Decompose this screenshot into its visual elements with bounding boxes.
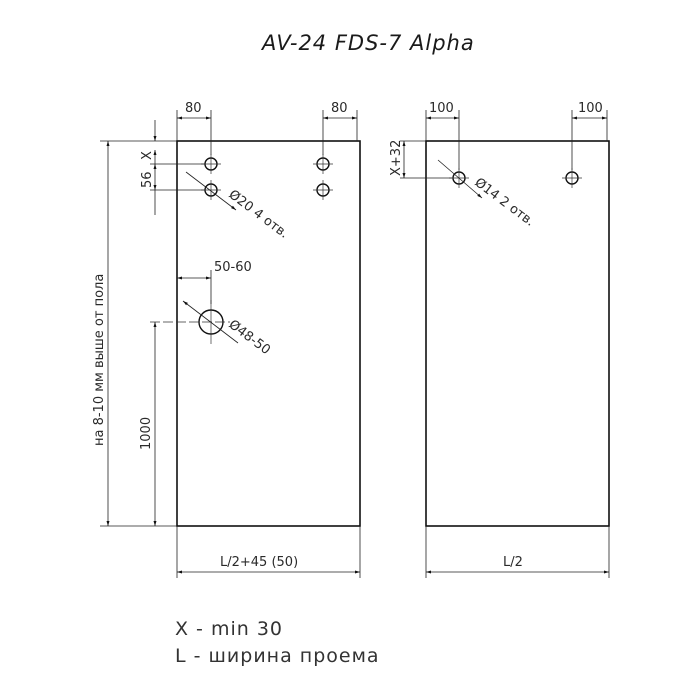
dim-80-right: 80	[331, 101, 348, 116]
left-panel: 80 80 X 56	[92, 101, 361, 578]
floor-clearance-note: на 8-10 мм выше от пола	[92, 274, 107, 446]
dim-100-right: 100	[578, 101, 603, 116]
hole-20-top-right	[313, 154, 333, 174]
right-panel-outline	[425, 140, 610, 527]
legend-l: L - ширина проема	[175, 645, 380, 667]
dim-56: 56	[140, 171, 155, 188]
dim-x-plus-32: X+32	[389, 140, 404, 176]
lock-hole-callout: Ø48-50	[226, 317, 273, 358]
hole-14-right	[562, 168, 582, 188]
dim-80-left: 80	[185, 101, 202, 116]
left-panel-outline	[176, 140, 361, 527]
dim-100-left: 100	[429, 101, 454, 116]
legend-x: X - min 30	[175, 618, 283, 640]
dim-50-60: 50-60	[214, 260, 252, 275]
right-panel: 100 100 X+32 Ø14 2 отв. L/2	[389, 101, 610, 578]
hole-callout-14: Ø14 2 отв.	[472, 175, 537, 229]
hole-20-bottom-right	[313, 180, 333, 200]
dim-x: X	[140, 151, 155, 160]
left-panel-width: L/2+45 (50)	[220, 555, 298, 570]
dim-1000: 1000	[139, 417, 154, 450]
right-panel-width: L/2	[503, 555, 523, 570]
hole-callout-20: Ø20 4 отв.	[226, 187, 291, 241]
drawing-title: AV-24 FDS-7 Alpha	[260, 31, 475, 55]
